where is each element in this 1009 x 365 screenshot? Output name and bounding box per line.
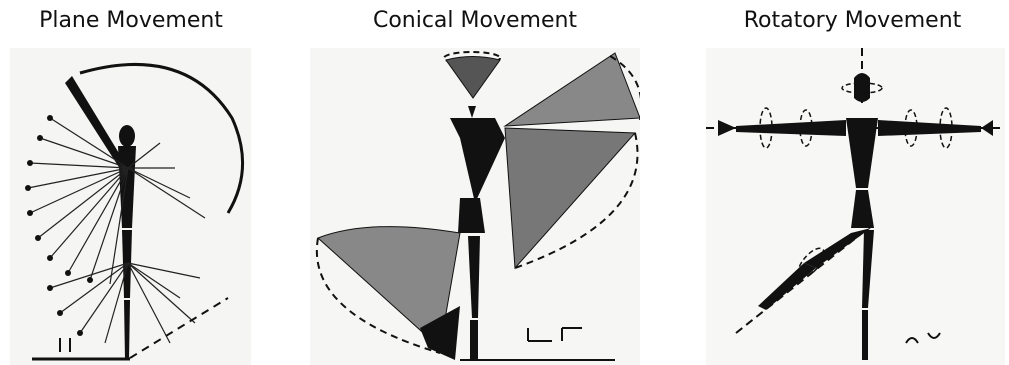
head-shape (119, 125, 135, 147)
rotatory-movement-drawing (706, 48, 1005, 365)
rotatory-movement-panel: Rotatory Movement (696, 0, 1009, 365)
plane-movement-title: Plane Movement (0, 8, 262, 33)
lower-leg-shape (470, 320, 478, 360)
plane-movement-drawing (10, 48, 251, 365)
conical-movement-figure (310, 48, 640, 365)
rotatory-movement-figure (706, 48, 1005, 365)
lower-leg-shape (862, 310, 868, 360)
head-shape (854, 73, 870, 102)
lower-leg-shape (124, 300, 130, 360)
plane-movement-panel: Plane Movement (0, 0, 262, 365)
plane-movement-figure (10, 48, 251, 365)
conical-movement-drawing (310, 48, 640, 365)
conical-movement-panel: Conical Movement (300, 0, 650, 365)
conical-movement-title: Conical Movement (300, 8, 650, 33)
rotatory-movement-title: Rotatory Movement (696, 8, 1009, 33)
